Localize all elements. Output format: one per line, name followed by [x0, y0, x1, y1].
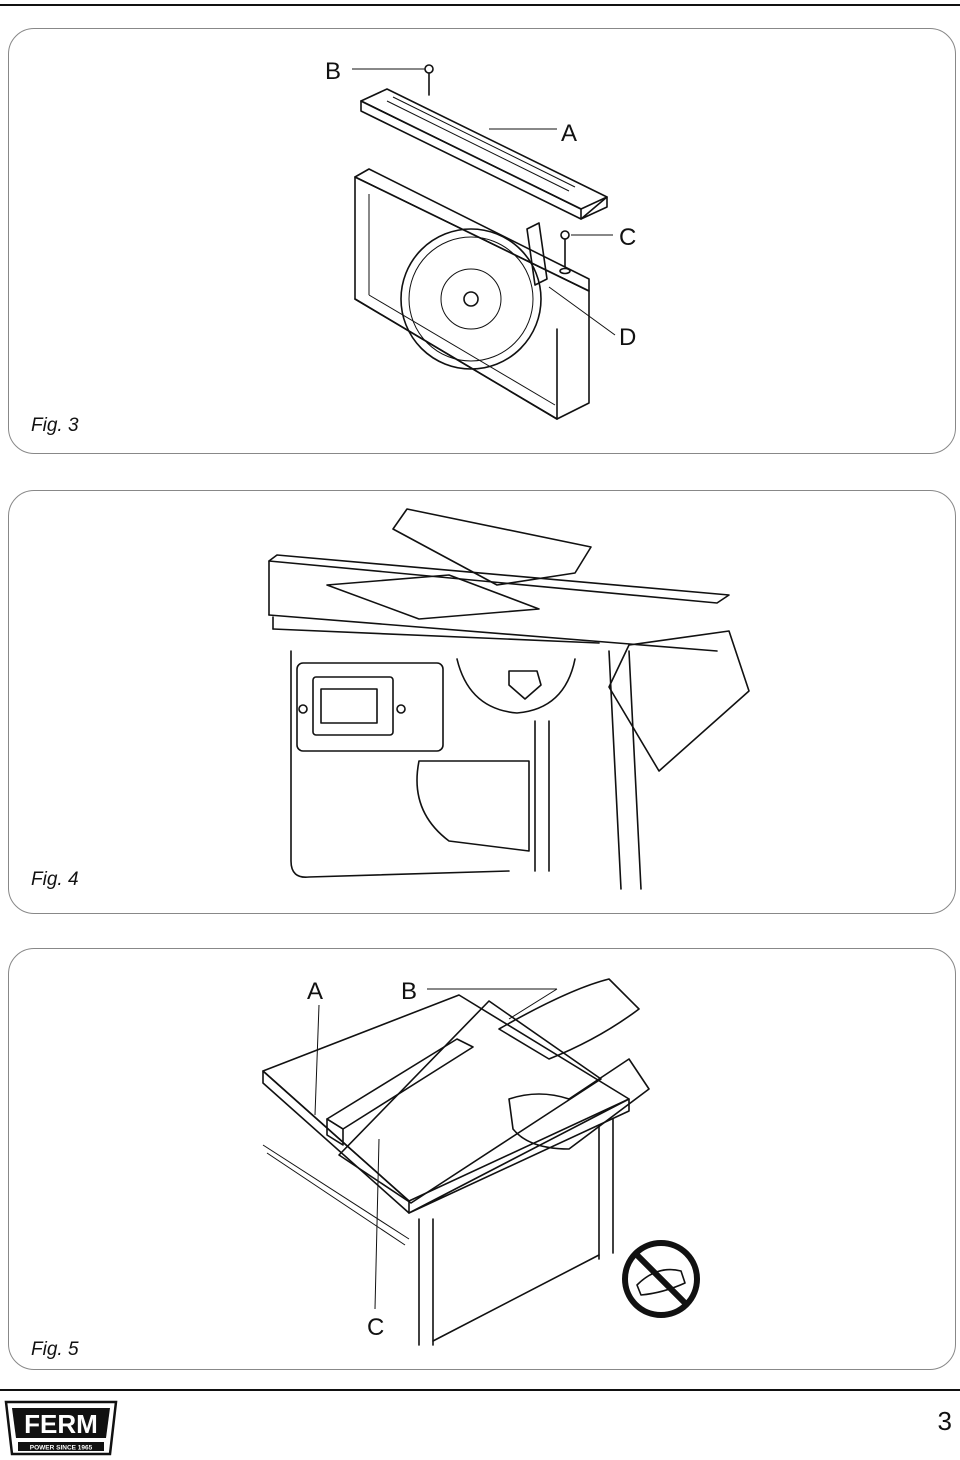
logo-brand-text: FERM: [24, 1409, 98, 1439]
callout-c: C: [367, 1314, 384, 1341]
figure-4-panel: Fig. 4: [8, 490, 956, 914]
workpiece: [326, 574, 540, 620]
workpiece-board: [338, 1000, 602, 1204]
figure-3-illustration: B A C D: [325, 58, 636, 420]
footer-rule: [0, 1389, 960, 1391]
figure-5-panel: A B C Fig. 5: [8, 948, 956, 1370]
blade-housing: [354, 168, 590, 292]
figure-3-label: Fig. 3: [31, 415, 79, 436]
ferm-logo: FERM POWER SINCE 1965: [4, 1400, 118, 1456]
bevel-scale: [456, 658, 576, 714]
prohibited-hand-icon: [622, 1240, 700, 1318]
callout-a: A: [307, 978, 323, 1005]
logo-tagline: POWER SINCE 1965: [30, 1445, 93, 1452]
callout-d: D: [619, 324, 636, 351]
motor: [416, 760, 530, 852]
stand-frame: [290, 650, 510, 878]
right-hand: [508, 1058, 650, 1150]
figure-4-label: Fig. 4: [31, 869, 79, 890]
switch-box: [296, 662, 444, 752]
callout-b: B: [325, 58, 341, 85]
table-top: [268, 554, 730, 604]
saw-blade: [400, 228, 542, 370]
callout-a: A: [561, 120, 577, 147]
blade-guard: [392, 508, 592, 586]
figure-3-panel: B A C D Fig. 3: [8, 28, 956, 454]
screw-b: [424, 64, 434, 74]
callout-c: C: [619, 224, 636, 251]
riving-knife: [526, 222, 548, 286]
top-rule: [0, 4, 960, 6]
parallel-fence: [326, 1038, 474, 1130]
figure-5-illustration: A B C: [262, 978, 700, 1346]
page-number: 3: [937, 1406, 952, 1436]
callout-b: B: [401, 978, 417, 1005]
figure-4-illustration: [268, 508, 750, 890]
motor-housing: [608, 630, 750, 772]
screw-c: [560, 230, 570, 240]
left-hand: [498, 978, 640, 1060]
figure-5-label: Fig. 5: [31, 1339, 79, 1360]
